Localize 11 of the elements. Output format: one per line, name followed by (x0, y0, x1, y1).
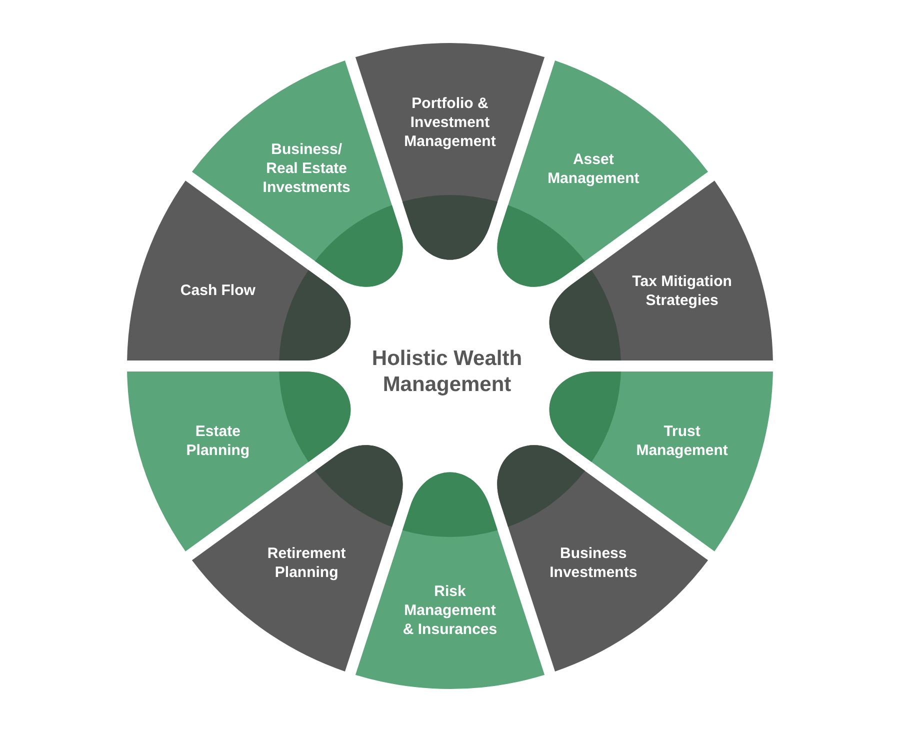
center-title: Holistic Wealth Management (371, 346, 523, 398)
segment-label: Trust Management (636, 422, 729, 460)
segment-label: Risk Management & Insurances (402, 582, 498, 638)
segment-label: Estate Planning (185, 422, 250, 460)
segment-label: Business/ Real Estate Investments (262, 140, 352, 198)
segment-label: Asset Management (546, 150, 640, 188)
segment-label: Retirement Planning (266, 544, 347, 582)
segment-label: Cash Flow (179, 281, 256, 300)
segment-label: Portfolio & Investment Management (404, 94, 496, 150)
segment-label: Tax Mitigation Strategies (632, 272, 733, 310)
segment-label: Business Investments (548, 544, 638, 582)
